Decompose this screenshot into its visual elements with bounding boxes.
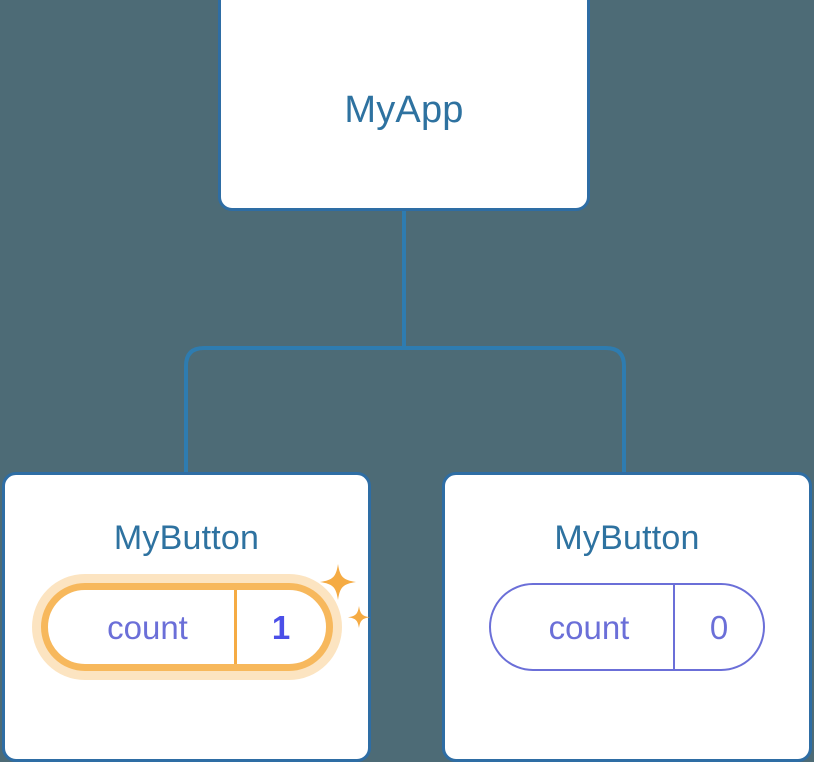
state-pill-wrapper: count 0	[489, 583, 765, 671]
connector-branch	[184, 346, 626, 472]
state-value-label: 0	[673, 585, 763, 669]
state-pill-wrapper: count 1	[40, 564, 370, 671]
sparkle-small-icon	[347, 606, 370, 628]
component-card-mybutton-2[interactable]: MyButton count 0	[442, 472, 812, 762]
state-pill-highlighted[interactable]: count 1	[40, 564, 370, 671]
state-pill[interactable]: count 0	[489, 583, 765, 671]
component-title: MyApp	[344, 89, 464, 131]
component-title: MyButton	[113, 519, 260, 557]
component-card-myapp[interactable]: MyApp	[218, 0, 590, 211]
connector-lines	[184, 211, 626, 472]
state-key-label: count	[548, 608, 630, 646]
component-card-mybutton-1[interactable]: MyButton count 1	[2, 472, 371, 762]
component-title: MyButton	[554, 519, 700, 557]
state-value-label: 1	[233, 590, 326, 664]
state-key-label: count	[107, 608, 188, 646]
